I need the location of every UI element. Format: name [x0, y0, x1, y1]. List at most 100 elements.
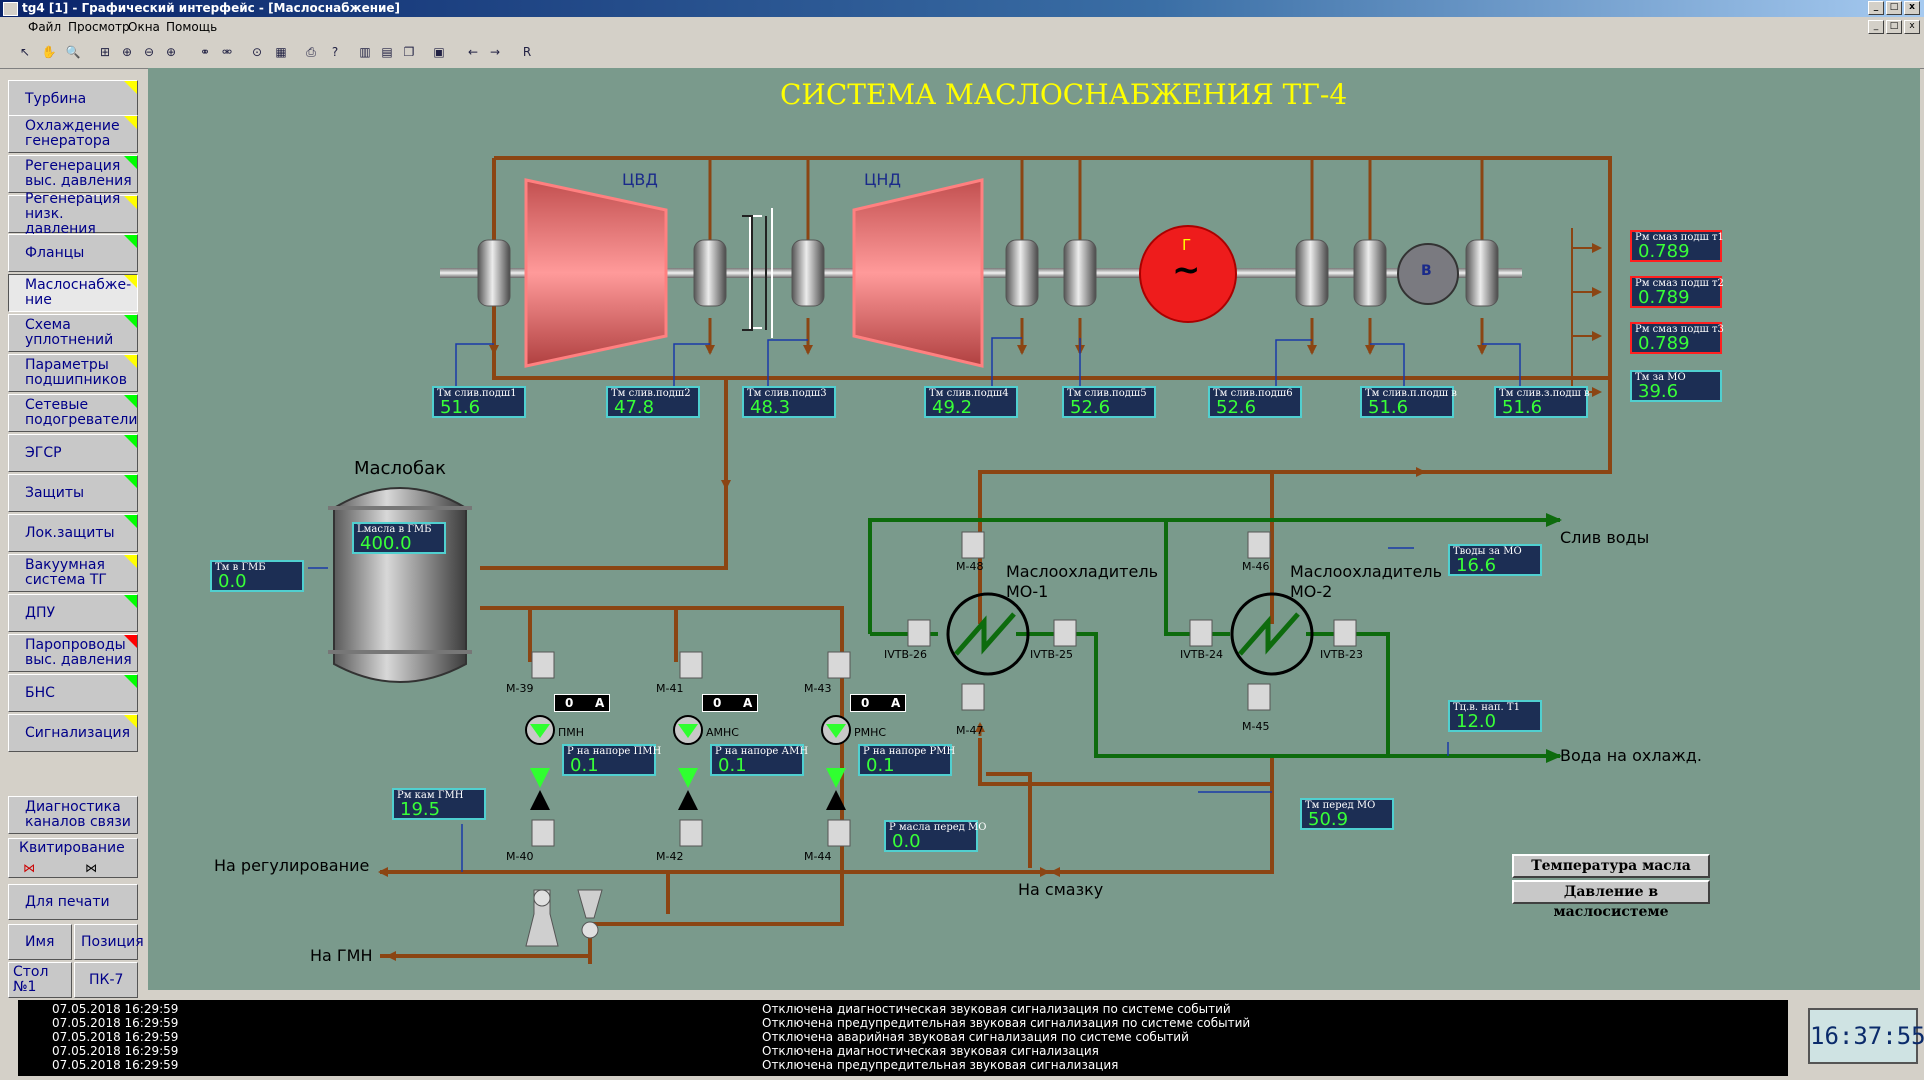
sidebar-item-14[interactable]: ДПУ — [8, 594, 138, 632]
name-button[interactable]: Имя — [8, 924, 72, 960]
maximize-button[interactable]: □ — [1886, 1, 1902, 15]
tank-temp-display-value: 0.0 — [218, 571, 247, 592]
layout-columns-icon[interactable]: ▥ — [359, 45, 371, 59]
menu-windows[interactable]: Окна — [128, 20, 160, 34]
sidebar-item-5[interactable]: Фланцы — [8, 234, 138, 272]
sidebar-item-10[interactable]: ЭГСР — [8, 434, 138, 472]
layout-rows-icon[interactable]: ▤ — [381, 45, 393, 59]
grid-icon[interactable]: ▦ — [275, 45, 287, 59]
fit-icon[interactable]: ⊞ — [99, 45, 111, 59]
close-button[interactable]: x — [1904, 1, 1920, 15]
sidebar-item-4[interactable]: Регенерация низк. давления — [8, 191, 138, 236]
r-icon[interactable]: R — [522, 45, 532, 59]
pump-current-unit: А — [891, 696, 901, 710]
sidebar-item-label: Турбина — [25, 90, 87, 107]
minimize-button[interactable]: _ — [1868, 1, 1884, 15]
acknowledge-button[interactable]: Квитирование⋈⋈ — [8, 838, 138, 878]
zoom-in-icon[interactable]: ⊕ — [165, 45, 177, 59]
binoculars-icon[interactable]: ⊙ — [251, 45, 263, 59]
sidebar-item-13[interactable]: Вакуумная система ТГ — [8, 554, 138, 592]
sidebar-item-9[interactable]: Сетевые подогреватели — [8, 394, 138, 432]
sidebar-item-12[interactable]: Лок.защиты — [8, 514, 138, 552]
bearing-temp-display-6-label: Тм слив.подш6 — [1213, 388, 1293, 399]
menu-file[interactable]: Файл — [28, 20, 62, 34]
sidebar-item-17[interactable]: Сигнализация — [8, 714, 138, 752]
valve-label-m47: М-47 — [956, 724, 984, 737]
bearing-temp-display-4-value: 49.2 — [932, 397, 973, 418]
log-time: 07.05.2018 16:29:59 — [52, 1058, 179, 1072]
magnifier-icon[interactable]: 🔍 — [65, 45, 81, 59]
event-log-scrollbar[interactable] — [1790, 1000, 1804, 1076]
back-icon[interactable]: ← — [467, 45, 479, 59]
status-flag-icon — [124, 156, 137, 169]
table-button-label: Стол №1 — [13, 964, 49, 995]
oil-temperature-button[interactable]: Температура масла — [1512, 854, 1710, 878]
print-button-label: Для печати — [25, 893, 110, 910]
sidebar-item-11[interactable]: Защиты — [8, 474, 138, 512]
sidebar-item-8[interactable]: Параметры подшипников — [8, 354, 138, 392]
sidebar-item-16[interactable]: БНС — [8, 674, 138, 712]
pc-button[interactable]: ПК-7 — [74, 962, 138, 998]
help-icon[interactable]: ? — [331, 45, 339, 59]
sidebar-item-7[interactable]: Схема уплотнений — [8, 314, 138, 352]
menu-help[interactable]: Помощь — [166, 20, 218, 34]
diagnostics-button[interactable]: Диагностика каналов связи — [8, 796, 138, 834]
menu-view[interactable]: Просмотр — [68, 20, 130, 34]
child-close-button[interactable]: x — [1904, 20, 1920, 34]
sidebar-item-15[interactable]: Паропроводы выс. давления — [8, 634, 138, 672]
pointer-icon[interactable]: ↖ — [19, 45, 31, 59]
generator-symbol: ~ — [1172, 250, 1201, 290]
sidebar-item-label: Защиты — [25, 484, 85, 501]
cnd-label: ЦНД — [864, 170, 901, 189]
sidebar-item-3[interactable]: Регенерация выс. давления — [8, 155, 138, 193]
print-icon[interactable]: ⎙ — [306, 45, 316, 59]
cascade-icon[interactable]: ❐ — [403, 45, 415, 59]
scheme-svg — [308, 156, 1612, 964]
print-button[interactable]: Для печати — [8, 884, 138, 920]
hand-icon[interactable]: ✋ — [41, 45, 57, 59]
forward-icon[interactable]: → — [489, 45, 501, 59]
sidebar-item-1[interactable]: Турбина — [8, 80, 138, 118]
status-flag-icon — [124, 595, 137, 608]
right-param-display-2-value: 0.789 — [1638, 287, 1690, 308]
unlink-icon[interactable]: ⚮ — [221, 45, 233, 59]
sidebar-item-2[interactable]: Охлаждение генератора — [8, 115, 138, 153]
zoom-out-icon[interactable]: ⊖ — [143, 45, 155, 59]
table-button[interactable]: Стол №1 — [8, 962, 72, 998]
link-icon[interactable]: ⚭ — [199, 45, 211, 59]
valve-label-m42: М-42 — [656, 850, 684, 863]
valve-label-ivtb25: IVTB-25 — [1030, 648, 1074, 661]
oil-pressure-button[interactable]: Давление в маслосистеме — [1512, 880, 1710, 920]
child-minimize-button[interactable]: _ — [1868, 20, 1884, 34]
sidebar-item-6[interactable]: Маслоснабже-ние — [8, 274, 138, 312]
window-list-icon[interactable]: ▣ — [433, 45, 445, 59]
position-button[interactable]: Позиция — [74, 924, 144, 960]
zoom-icon[interactable]: ⊕ — [121, 45, 133, 59]
child-restore-button[interactable]: □ — [1886, 20, 1902, 34]
